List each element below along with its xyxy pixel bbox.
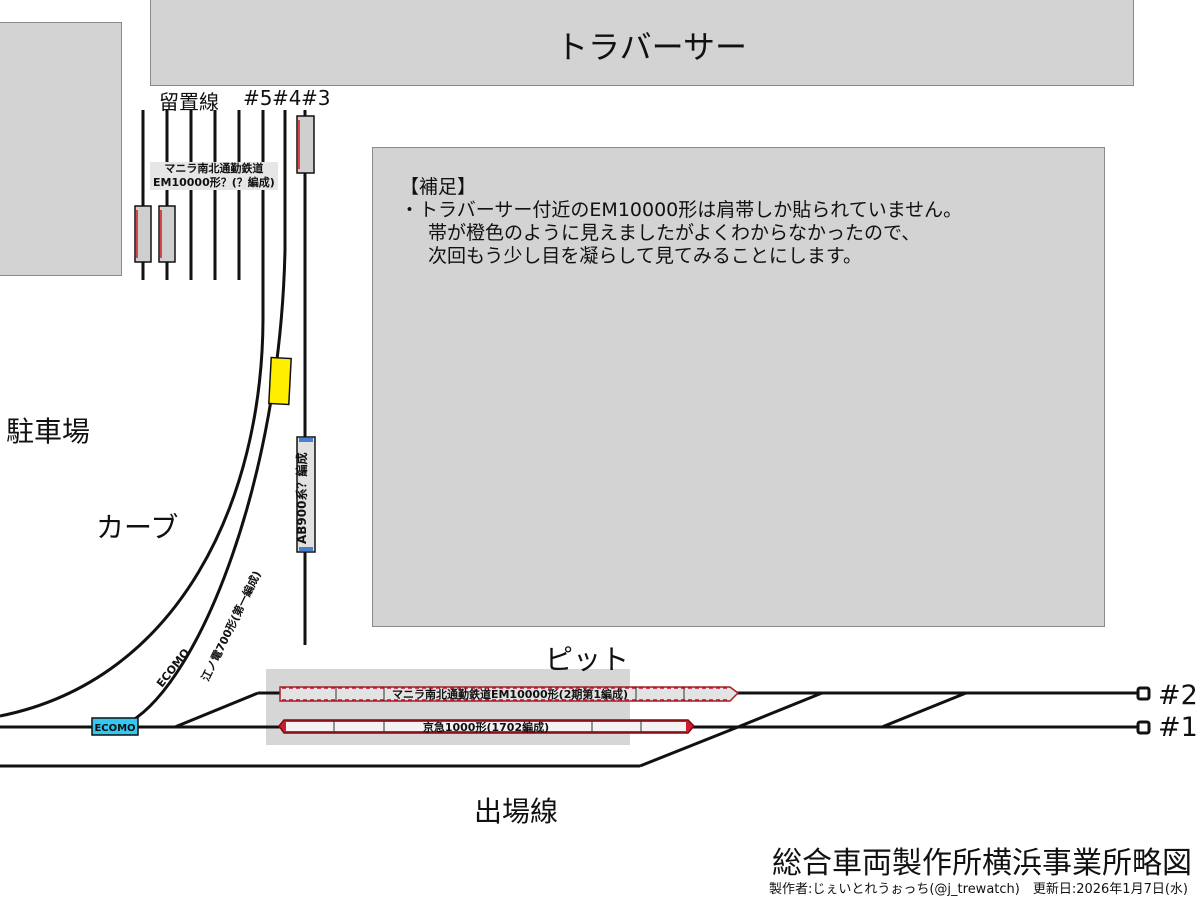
note-line: 次回もう少し目を凝らして見てみることにします。: [428, 245, 862, 267]
note-block: [372, 147, 1105, 627]
curve-label: カーブ: [96, 511, 179, 544]
siding-label: 留置線: [159, 90, 219, 114]
track-3-label: #3: [301, 86, 331, 110]
track-2-label: #2: [1158, 680, 1198, 711]
yellow-car: [268, 356, 292, 406]
ecomo-box-label: ECOMO: [94, 723, 135, 734]
exit-crossover: [639, 725, 739, 768]
traverser-label: トラバーサー: [556, 28, 748, 66]
crossover-right: [881, 691, 967, 729]
buffer-stop-1: [1136, 720, 1151, 735]
diagram-title: 総合車両製作所横浜事業所略図: [772, 846, 1192, 881]
ecomo-car: [91, 717, 139, 736]
buffer-stop-2: [1136, 686, 1151, 701]
ecomo-diag-label: ECOMO: [154, 646, 192, 690]
manila-siding-label: マニラ南北通勤鉄道 EM10000形？(？編成): [150, 162, 278, 190]
track-1-label: #1: [1158, 712, 1198, 743]
traverser-block: [150, 0, 1134, 86]
manila-pit-train: [279, 686, 740, 702]
crossover: [174, 691, 259, 729]
track-4: [129, 110, 287, 724]
track-5-label: #5: [243, 86, 273, 110]
exit-line-label: 出場線: [474, 795, 559, 828]
siding-car: [134, 205, 152, 263]
pit-label: ピット: [545, 643, 630, 676]
track-5: [0, 110, 265, 718]
parking-label: 駐車場: [6, 415, 91, 448]
keikyu-pit-train: [278, 719, 696, 734]
note-heading: 【補足】: [400, 176, 477, 198]
track3-car: [296, 115, 315, 174]
credit-line: 製作者:じぇいとれうぉっち(@j_trewatch) 更新日:2026年1月7日…: [768, 882, 1188, 897]
note-line: ・トラバーサー付近のEM10000形は肩帯しか貼られていません。: [400, 199, 963, 221]
enoden-label: 江ノ電700形(第一編成): [198, 568, 264, 683]
crossover-right: [737, 691, 823, 729]
siding-car: [158, 205, 176, 263]
track-4-label: #4: [272, 86, 302, 110]
note-line: 帯が橙色のように見えましたがよくわからなかったので、: [428, 222, 921, 244]
keikyu-label: 京急1000形(1702編成): [423, 720, 549, 734]
parking-block: [0, 22, 122, 276]
ab900-car: [296, 436, 316, 553]
manila-siding-label-line2: EM10000形？(？編成): [153, 176, 275, 189]
ab900-label: AB900系？編成: [294, 453, 309, 544]
manila-siding-label-line1: マニラ南北通勤鉄道: [164, 162, 264, 175]
supplementary-note: 【補足】 ・トラバーサー付近のEM10000形は肩帯しか貼られていません。 帯が…: [400, 176, 962, 268]
manila-pit-label: マニラ南北通勤鉄道EM10000形(2期第1編成): [392, 687, 628, 701]
